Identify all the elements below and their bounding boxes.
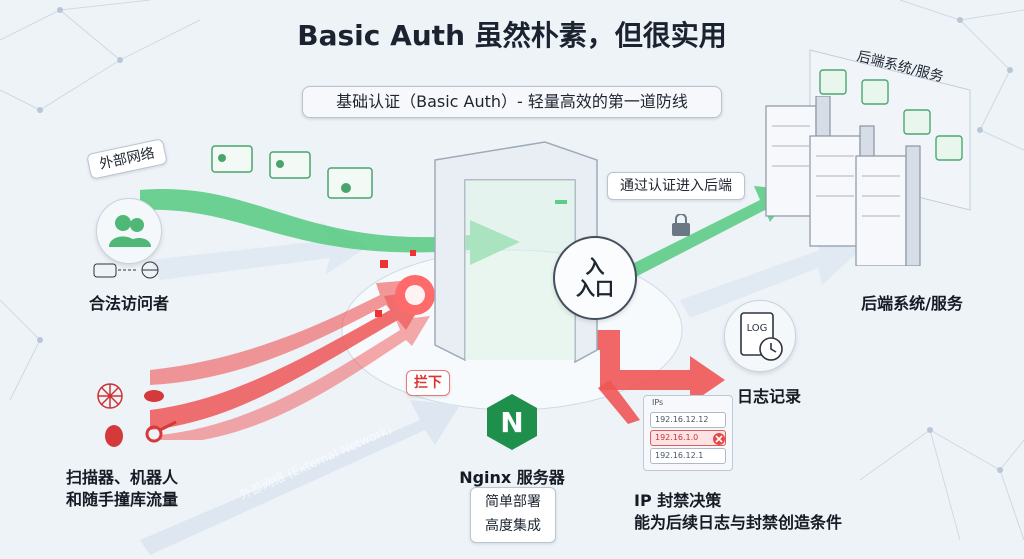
ip-row: 192.16.12.12 (650, 412, 726, 428)
ip-row-blocked: 192.16.1.0 (650, 430, 726, 446)
log-icon-text: LOG (747, 323, 768, 334)
malicious-traffic-label-line1: 扫描器、机器人 (66, 468, 179, 487)
log-label: 日志记录 (736, 387, 801, 406)
blocked-tag: 拦下 (406, 370, 450, 396)
log-icon: LOG (724, 300, 796, 372)
backend-servers (765, 96, 921, 266)
entrance-line1: 入 (585, 256, 605, 278)
backend-label: 后端系统/服务 (861, 294, 963, 313)
device-globe-icon (93, 261, 159, 279)
nginx-feature: 简单部署 (485, 494, 541, 510)
nginx-feature: 高度集成 (485, 518, 541, 534)
legit-traffic-arrow (140, 189, 520, 265)
ip-ban-label: IP 封禁决策 (634, 491, 722, 510)
malicious-traffic-arrows (150, 280, 430, 440)
malicious-sources-icons (97, 383, 177, 447)
entrance-node: 入入口 (553, 236, 637, 320)
nginx-logo-letter: N (500, 406, 523, 439)
ip-list-panel: IPs 192.16.12.12 192.16.1.0 192.16.12.1 (643, 395, 733, 471)
nginx-label: Nginx 服务器 (459, 468, 565, 487)
pass-auth-tag: 通过认证进入后端 (607, 172, 745, 200)
credential-cards-icon (211, 145, 373, 199)
nginx-logo: N (487, 394, 537, 450)
blocked-x-icon (713, 433, 725, 445)
ip-list-header: IPs (652, 398, 664, 407)
ban-traffic-arrow (580, 330, 725, 424)
page-subtitle: 基础认证（Basic Auth）- 轻量高效的第一道防线 (302, 86, 722, 118)
ip-row: 192.16.12.1 (650, 448, 726, 464)
nginx-features: 简单部署 高度集成 (470, 487, 556, 543)
pass-traffic-arrow (610, 186, 795, 285)
lock-icon (672, 214, 690, 236)
legit-visitor-icon (96, 198, 162, 264)
page-title: Basic Auth 虽然朴素，但很实用 (297, 19, 727, 52)
legit-visitor-label: 合法访问者 (88, 294, 169, 313)
entrance-line2: 入口 (575, 278, 614, 300)
ip-ban-sublabel: 能为后续日志与封禁创造条件 (634, 513, 843, 532)
malicious-traffic-label-line2: 和随手撞库流量 (66, 490, 179, 509)
